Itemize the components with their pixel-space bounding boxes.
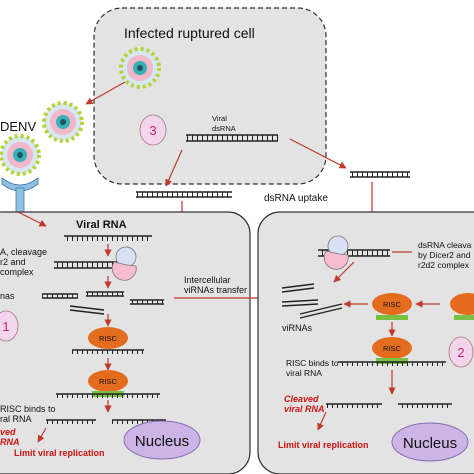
virus-particle-top [119, 47, 161, 89]
left-nucleus: Nucleus [123, 420, 201, 460]
left-cleaved-2: RNA [0, 437, 20, 447]
viral-dsrna-label-1: Viral [212, 114, 227, 123]
viral-rna-label: Viral RNA [76, 219, 127, 231]
arrow-dsrna-release-left [165, 149, 183, 187]
left-risc-binds-2: ral RNA [0, 414, 32, 424]
badge-3: 3 [139, 114, 167, 146]
right-dsrna-dicer [318, 235, 390, 270]
receptor [1, 177, 39, 213]
arrow-entry [17, 211, 47, 227]
arrow-right-1 [333, 261, 355, 283]
left-risc-2-label: RISC [99, 377, 118, 386]
left-cleavage-3: complex [0, 267, 34, 277]
right-nucleus-label: Nucleus [403, 435, 457, 452]
arrow-virus-release [85, 81, 126, 105]
virus-particle-bottom [0, 134, 41, 176]
arrow-right-6 [317, 411, 327, 431]
arrow-left-6 [37, 427, 47, 443]
top-dsrna [186, 134, 278, 142]
right-risc-2-label: RISC [383, 344, 402, 353]
right-risc-binds-1: RISC binds to [286, 358, 339, 368]
left-risc-binds-1: RISC binds to [0, 404, 56, 414]
right-nucleus: Nucleus [391, 422, 469, 462]
left-risc-1-label: RISC [99, 334, 118, 343]
infected-ruptured-cell: Infected ruptured cell 3 Viral dsRNA [93, 7, 327, 185]
right-risc-1: RISC [372, 293, 412, 320]
viral-dsrna-label-2: dsRNA [212, 124, 236, 133]
right-risc-binds-2: viral RNA [286, 368, 322, 378]
released-dsrna-right [350, 171, 410, 178]
intercellular-label-1: Intercellular [184, 275, 231, 285]
left-viral-rna [64, 235, 152, 241]
left-cleaved-1: ved [0, 427, 16, 437]
denv-label: DENV [0, 119, 36, 134]
right-cleavage-2: by Dicer2 and [418, 250, 471, 260]
left-dsrna-dicer [54, 246, 137, 281]
cell-title: Infected ruptured cell [124, 25, 255, 41]
badge-1-label: 1 [2, 319, 9, 334]
right-cleavage-1: dsRNA cleava [418, 240, 472, 250]
badge-1: 1 [0, 310, 19, 342]
left-virnas-label: nas [0, 291, 15, 301]
right-risc-incoming [450, 293, 474, 320]
left-risc-1: RISC [72, 327, 144, 354]
badge-2-label: 2 [457, 345, 464, 360]
left-cell: Viral RNA A, cleavage r2 and complex nas [0, 211, 251, 474]
left-nucleus-label: Nucleus [135, 433, 189, 450]
right-cell: dsRNA cleava by Dicer2 and r2d2 complex … [257, 211, 474, 474]
left-cleavage-2: r2 and [0, 257, 26, 267]
right-cleaved-2: viral RNA [284, 404, 325, 414]
right-cleaved-1: Cleaved [284, 394, 319, 404]
right-limit-label: Limit viral replication [278, 440, 369, 450]
arrow-dsrna-release-right [289, 138, 347, 169]
dsrna-uptake-label: dsRNA uptake [264, 193, 328, 204]
intercellular-label-2: viRNAs transfer [184, 285, 247, 295]
right-cleavage-3: r2d2 complex [418, 260, 470, 270]
badge-2: 2 [448, 336, 474, 368]
left-virnas [42, 291, 164, 315]
right-risc-1-label: RISC [383, 300, 402, 309]
left-cleaved-rna [46, 419, 166, 424]
left-risc-2: RISC [56, 370, 160, 398]
right-virnas-label: viRNAs [282, 323, 313, 333]
virus-particle-middle [42, 101, 84, 143]
released-dsrna-left [136, 191, 232, 198]
badge-3-label: 3 [149, 123, 156, 138]
right-risc-2: RISC [338, 337, 446, 366]
left-cleavage-1: A, cleavage [0, 247, 47, 257]
left-limit-label: Limit viral replication [14, 448, 105, 458]
right-cleaved-rna [326, 403, 452, 408]
right-virnas [281, 283, 343, 319]
